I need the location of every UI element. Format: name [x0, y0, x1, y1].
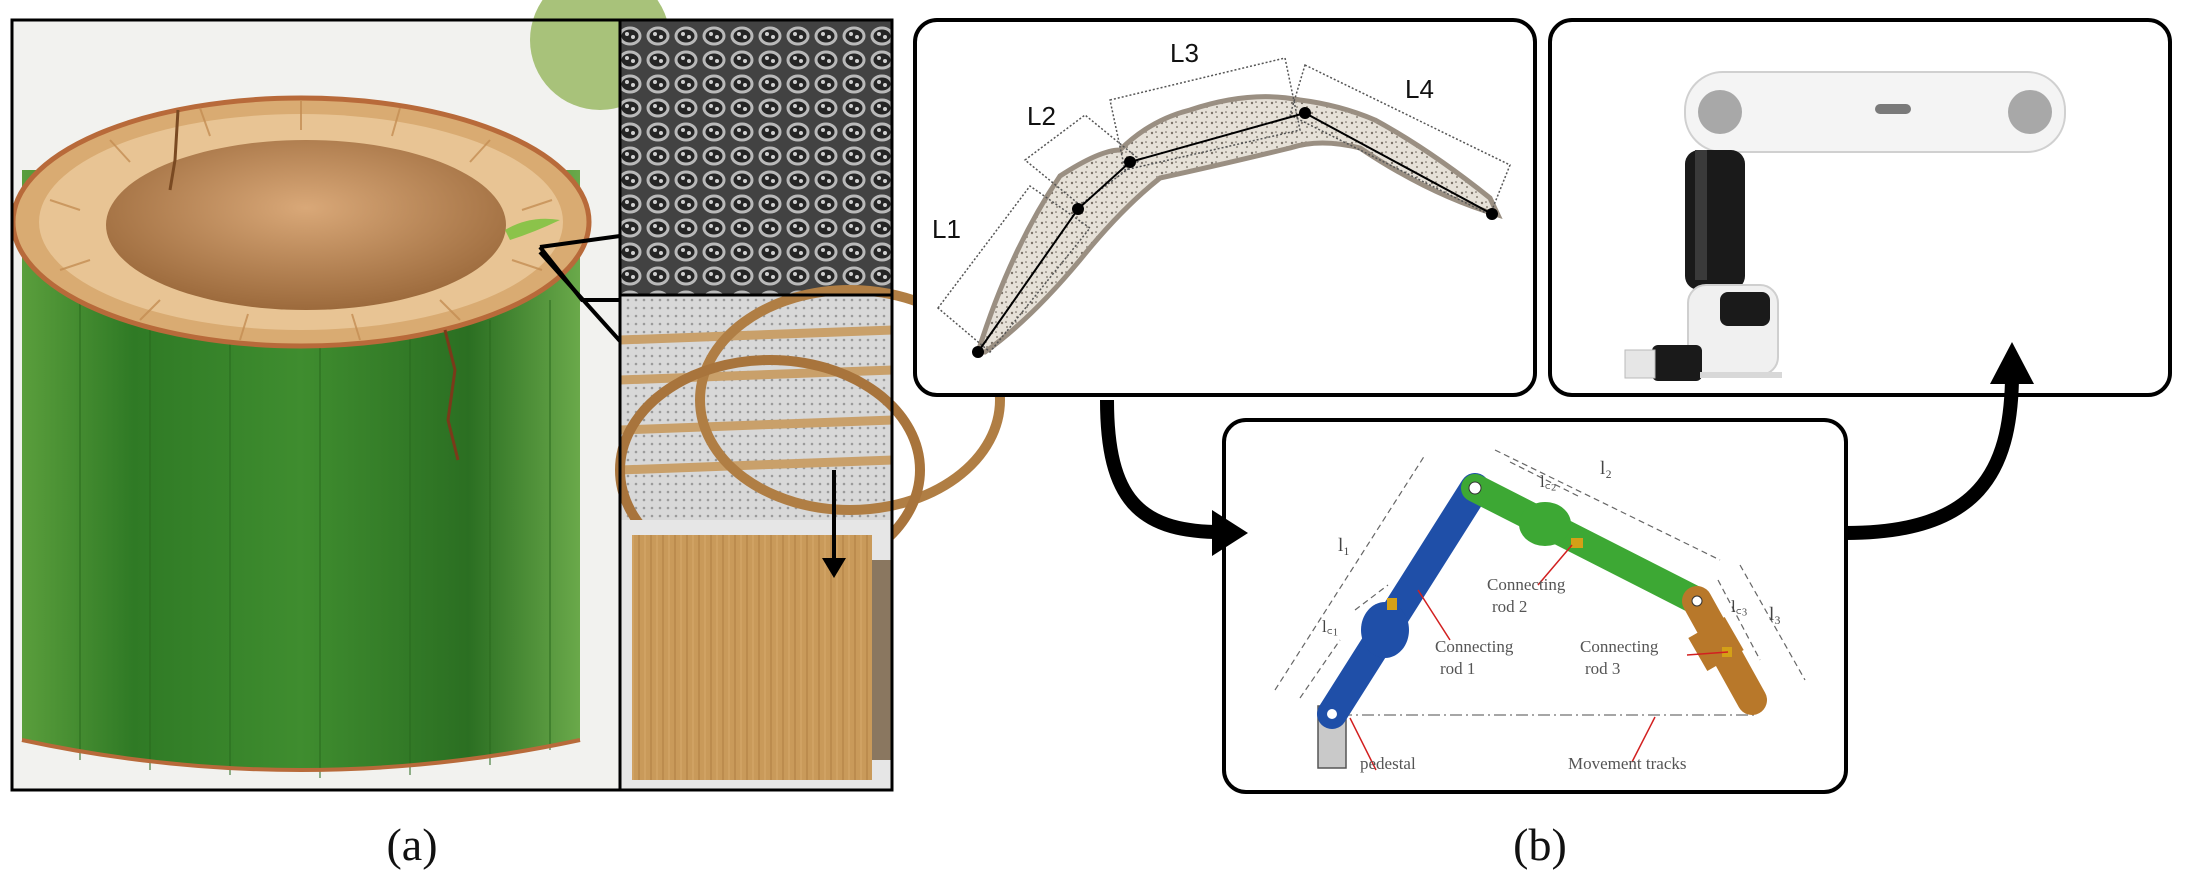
dim-label-lc3: l꜀₃ — [1731, 597, 1748, 616]
rod3-label-line1: Connecting — [1580, 637, 1659, 656]
panel-b: L1 L2 L3 L4 — [913, 18, 2172, 870]
connecting-rod-2 — [1461, 474, 1711, 615]
bamboo-photo — [10, 0, 670, 790]
dim-label-lc1: l꜀₁ — [1322, 617, 1339, 636]
finger-sketch: L1 L2 L3 L4 — [932, 38, 1511, 358]
finger-label-l1: L1 — [932, 214, 961, 244]
robot-render — [1624, 71, 2066, 381]
rod2-label-line1: Connecting — [1487, 575, 1566, 594]
dim-label-lc2: l꜀₂ — [1540, 472, 1557, 491]
dim-label-l1: l₁ — [1338, 535, 1350, 556]
panel-b-caption: (b) — [1513, 819, 1567, 870]
panel-a-caption: (a) — [386, 819, 437, 870]
finger-box — [913, 18, 1537, 397]
rod1-label-line1: Connecting — [1435, 637, 1514, 656]
dim-label-l2: l₂ — [1600, 458, 1612, 479]
rod1-label-line2: rod 1 — [1440, 659, 1475, 678]
finger-label-l3: L3 — [1170, 38, 1199, 68]
bamboo-strips-photo — [615, 285, 1005, 585]
wood-panel-photo — [620, 520, 892, 790]
flow-arrow-left — [1100, 399, 1248, 556]
dim-label-l3: l₃ — [1769, 604, 1781, 625]
schematic-box — [1222, 418, 1848, 794]
down-arrow — [822, 470, 846, 578]
strips-frame — [618, 293, 894, 792]
rod2-label-line2: rod 2 — [1492, 597, 1527, 616]
sem-micrograph — [620, 20, 892, 295]
linkage-schematic: l₁ l꜀₁ l꜀₂ l₂ l꜀₃ l₃ Connecting rod 1 Co… — [1274, 449, 1806, 773]
panel-a: (a) — [10, 0, 1005, 870]
finger-label-l4: L4 — [1405, 74, 1434, 104]
rod3-label-line2: rod 3 — [1585, 659, 1620, 678]
pedestal-label: pedestal — [1360, 754, 1416, 773]
movement-tracks-label: Movement tracks — [1568, 754, 1687, 773]
connecting-rod-1 — [1317, 473, 1490, 729]
flow-arrow-right — [1845, 342, 2034, 540]
finger-label-l2: L2 — [1027, 101, 1056, 131]
callout-lines — [538, 234, 622, 343]
